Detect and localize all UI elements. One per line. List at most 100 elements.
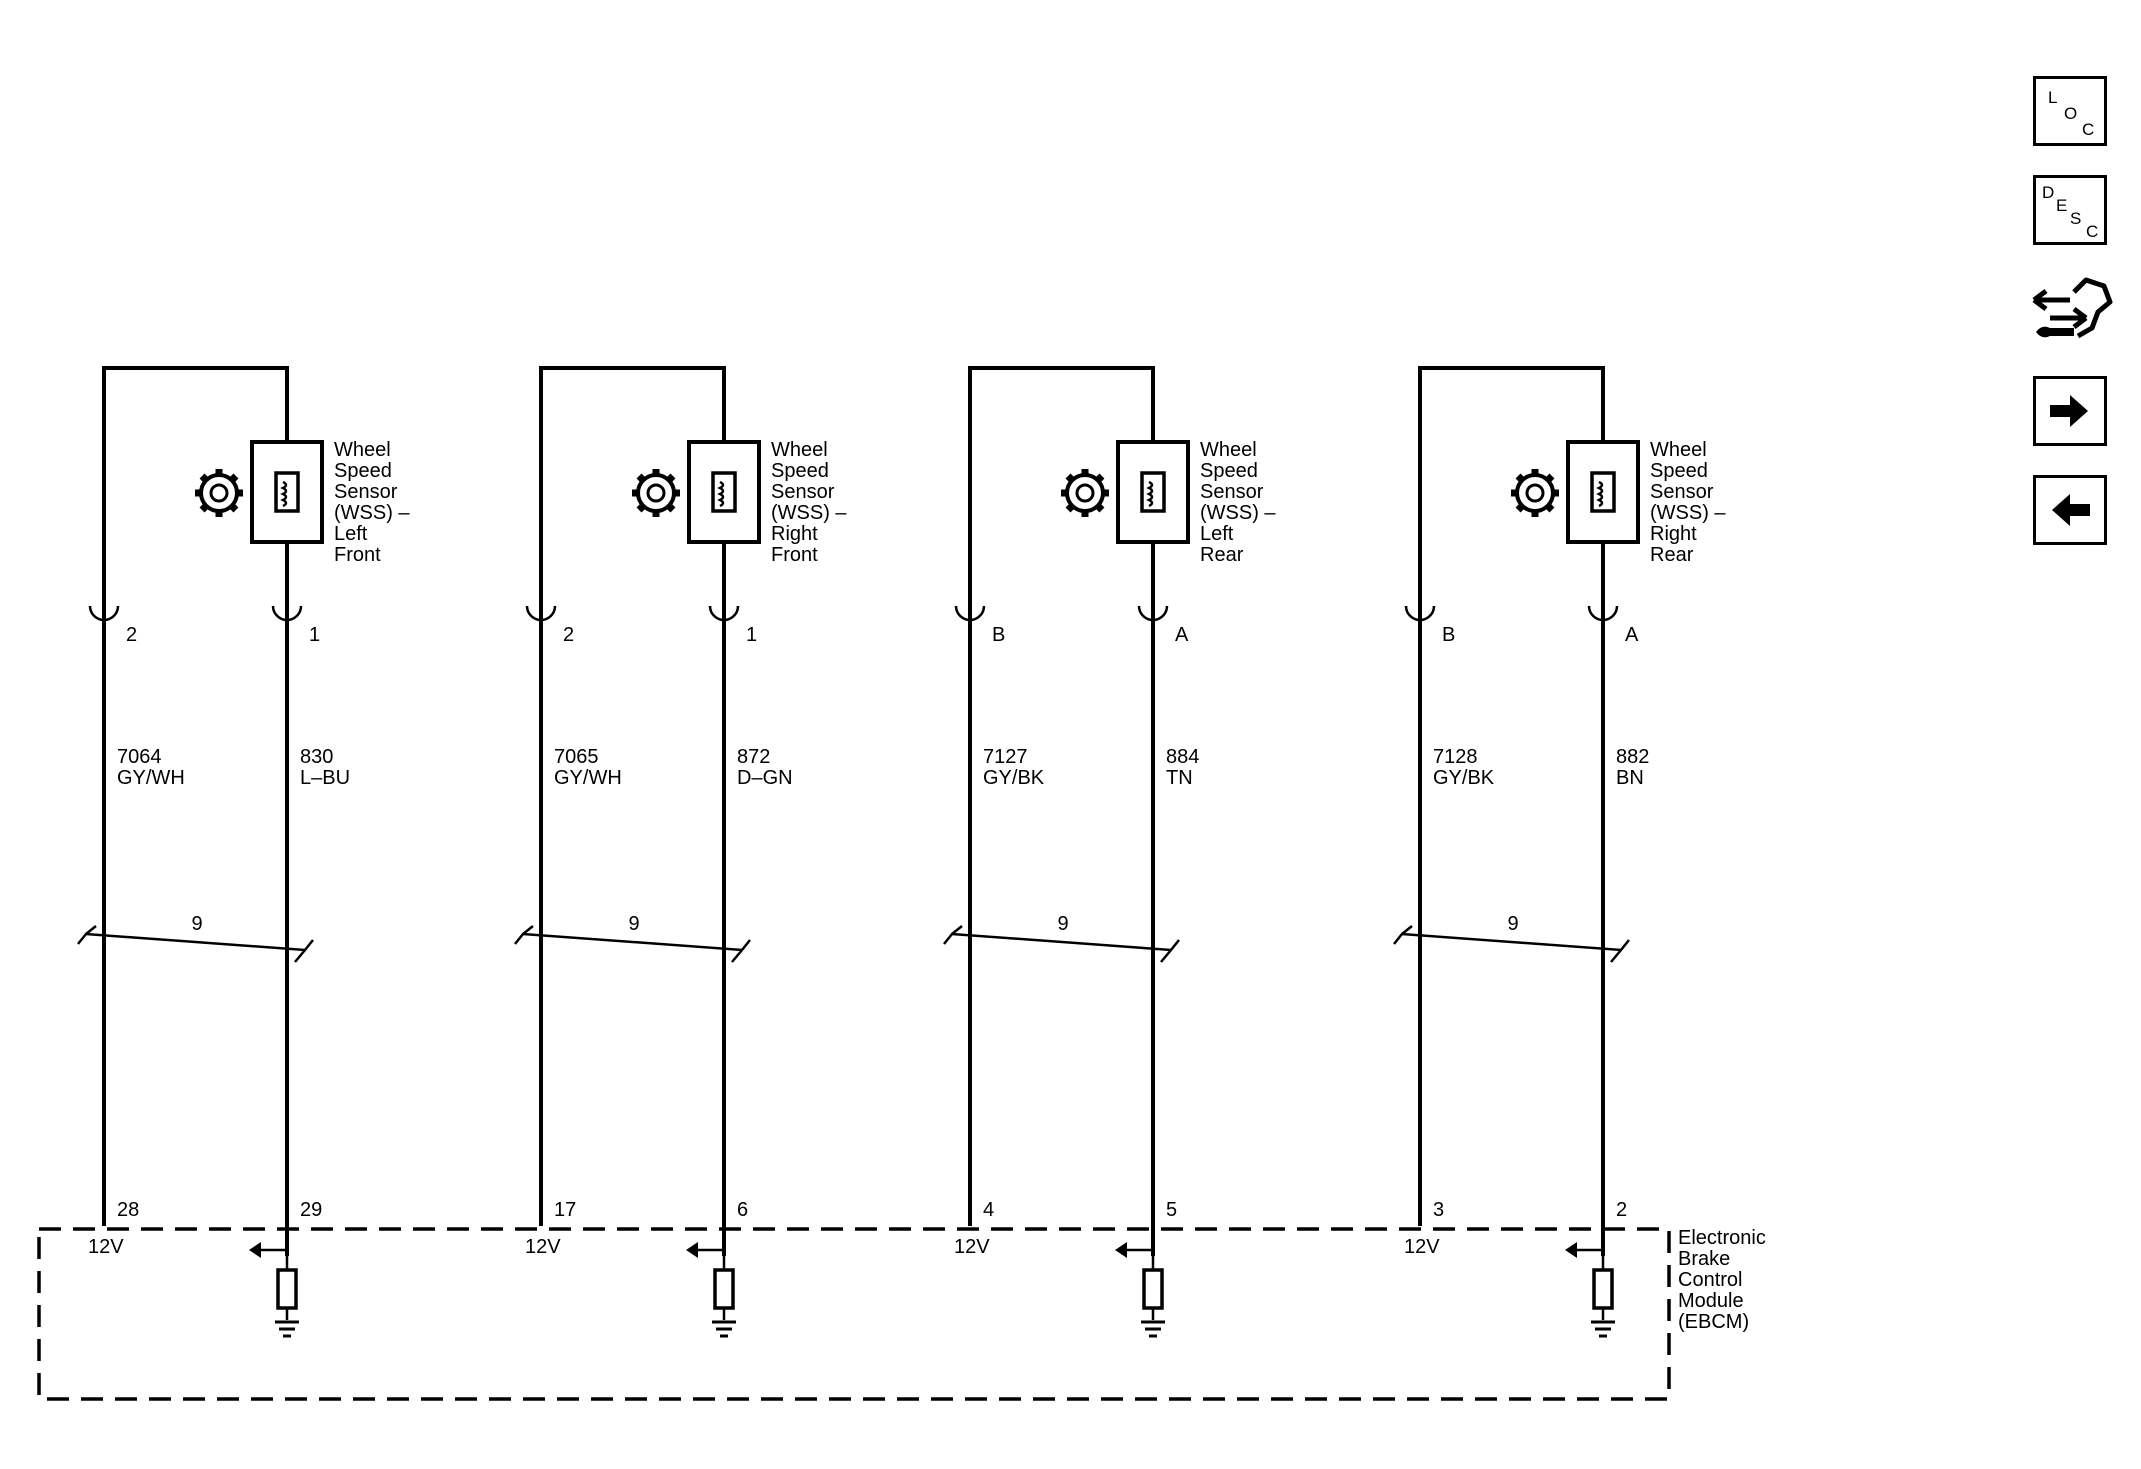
sensor-label-line: (WSS) – (1200, 502, 1276, 524)
connector-pin-number: 2 (126, 624, 137, 646)
sensor-label-line: (WSS) – (1650, 502, 1726, 524)
location-button[interactable]: L O C (2033, 76, 2107, 146)
circuit-number: 884 (1166, 746, 1199, 768)
inline-connector-terminal (954, 605, 986, 622)
sensor-coil-icon (274, 471, 300, 513)
previous-page-button[interactable] (2033, 475, 2107, 545)
sensor-circuit-wire (968, 366, 1155, 1256)
twist-label: 9 (192, 913, 203, 935)
ebcm-label-line: (EBCM) (1678, 1311, 1749, 1333)
twisted-pair-symbol (514, 925, 751, 963)
sensor-label-line: Speed (334, 460, 392, 482)
inline-connector-terminal (1137, 605, 1169, 622)
sensor-label-line: Sensor (771, 481, 835, 503)
pull-down-resistor (1592, 1268, 1614, 1310)
wire-color: BN (1616, 767, 1644, 789)
ground-symbol-icon (1141, 1320, 1165, 1338)
next-arrow-icon (2050, 395, 2088, 427)
inline-connector-terminal (1404, 605, 1436, 622)
wire-color: L–BU (300, 767, 350, 789)
desc-letter: E (2056, 196, 2068, 215)
sensor-label-line: Right (771, 523, 818, 545)
circuit-number: 830 (300, 746, 333, 768)
pull-down-resistor (276, 1268, 298, 1310)
ebcm-pin-number: 3 (1433, 1199, 1444, 1221)
circuit-number: 7065 (554, 746, 599, 768)
ebcm-pin-number: 29 (300, 1199, 322, 1221)
inline-connector-terminal (1587, 605, 1619, 622)
sensor-label-line: Sensor (334, 481, 398, 503)
wire-color: D–GN (737, 767, 793, 789)
ebcm-pin-number: 17 (554, 1199, 576, 1221)
ebcm-pin-number: 6 (737, 1199, 748, 1221)
ebcm-label-line: Electronic (1678, 1227, 1766, 1249)
tone-wheel-gear-icon (632, 469, 680, 517)
connector-pin-number: 2 (563, 624, 574, 646)
circuit-number: 872 (737, 746, 770, 768)
inline-connector-terminal (525, 605, 557, 622)
wheel-speed-sensor (687, 440, 761, 544)
sensor-coil-icon (1140, 471, 1166, 513)
twisted-pair-symbol (1393, 925, 1630, 963)
loc-letter: O (2064, 104, 2078, 123)
desc-letter: C (2086, 222, 2099, 241)
sensor-label-line: (WSS) – (334, 502, 410, 524)
sensor-label-line: Rear (1200, 544, 1244, 566)
ground-symbol-icon (1591, 1320, 1615, 1338)
previous-arrow-icon (2052, 494, 2090, 526)
supply-voltage-label: 12V (525, 1236, 561, 1258)
loc-letter: C (2082, 120, 2095, 139)
sensor-coil-icon (1590, 471, 1616, 513)
loc-letter: L (2048, 88, 2058, 107)
circuit-number: 7127 (983, 746, 1028, 768)
connector-pin-number: A (1175, 624, 1189, 646)
sensor-label-line: Speed (1650, 460, 1708, 482)
next-page-button[interactable] (2033, 376, 2107, 446)
signal-arrow-head (686, 1242, 698, 1258)
connector-pin-number: 1 (746, 624, 757, 646)
sensor-label-line: (WSS) – (771, 502, 847, 524)
sensor-label-line: Speed (1200, 460, 1258, 482)
connector-pin-number: 1 (309, 624, 320, 646)
twist-label: 9 (1508, 913, 1519, 935)
ebcm-pin-number: 5 (1166, 1199, 1177, 1221)
ebcm-label-line: Brake (1678, 1248, 1730, 1270)
description-button[interactable]: D E S C (2033, 175, 2107, 245)
tone-wheel-gear-icon (195, 469, 243, 517)
signal-arrow-head (249, 1242, 261, 1258)
sensor-label-line: Wheel (1650, 439, 1707, 461)
ebcm-module-boundary (37, 1227, 1671, 1401)
sensor-label-line: Left (1200, 523, 1234, 545)
ebcm-label-line: Control (1678, 1269, 1742, 1291)
sensor-label-line: Sensor (1650, 481, 1714, 503)
wire-color: GY/WH (117, 767, 185, 789)
tone-wheel-gear-icon (1511, 469, 1559, 517)
sensor-circuit-wire (102, 366, 289, 1256)
ground-symbol-icon (275, 1320, 299, 1338)
sensor-label-line: Wheel (771, 439, 828, 461)
inline-connector-terminal (88, 605, 120, 622)
sensor-label-line: Front (771, 544, 818, 566)
connector-pin-number: B (1442, 624, 1455, 646)
connector-end-view-glyph (2032, 277, 2113, 339)
desc-letter: S (2070, 209, 2082, 228)
ebcm-label-line: Module (1678, 1290, 1744, 1312)
supply-voltage-label: 12V (88, 1236, 124, 1258)
ebcm-pin-number: 2 (1616, 1199, 1627, 1221)
connector-end-view-icon[interactable] (2030, 270, 2114, 346)
twisted-pair-symbol (77, 925, 314, 963)
twist-label: 9 (629, 913, 640, 935)
sensor-label-line: Right (1650, 523, 1697, 545)
circuit-number: 7128 (1433, 746, 1478, 768)
inline-connector-terminal (708, 605, 740, 622)
desc-letter: D (2042, 183, 2055, 202)
ground-symbol-icon (712, 1320, 736, 1338)
